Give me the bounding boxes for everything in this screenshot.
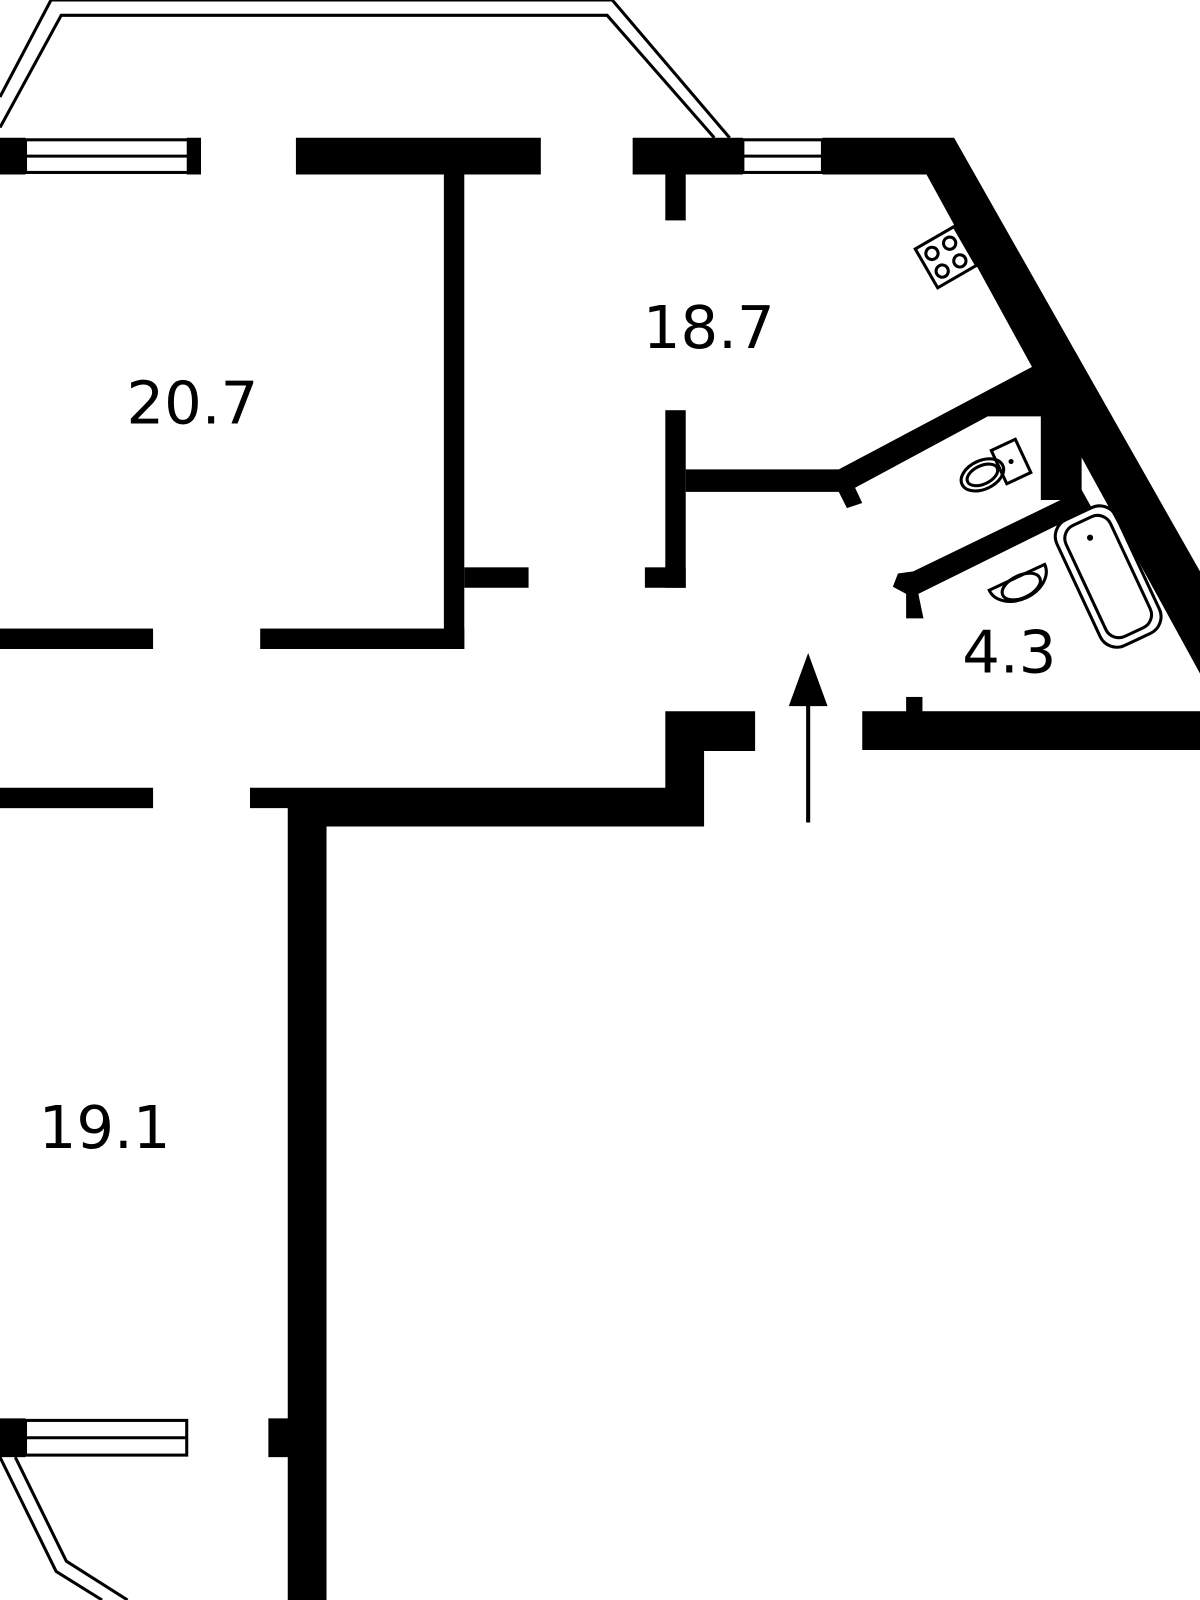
bathtub-icon bbox=[1053, 504, 1163, 649]
top-balcony bbox=[0, 0, 731, 139]
bottom-balcony bbox=[0, 1418, 189, 1600]
stove-icon bbox=[913, 224, 979, 290]
toilet-icon bbox=[959, 437, 1033, 493]
room-area-label: 20.7 bbox=[127, 368, 259, 437]
top-wall bbox=[0, 137, 1200, 674]
room-area-label: 18.7 bbox=[643, 293, 775, 362]
entrance-walls bbox=[0, 711, 1200, 1600]
entrance-arrow-icon bbox=[788, 653, 828, 823]
room-area-label: 19.1 bbox=[39, 1093, 171, 1162]
interior-walls bbox=[0, 174, 1092, 718]
room-area-label: 4.3 bbox=[962, 617, 1056, 686]
sink-icon bbox=[987, 562, 1048, 603]
